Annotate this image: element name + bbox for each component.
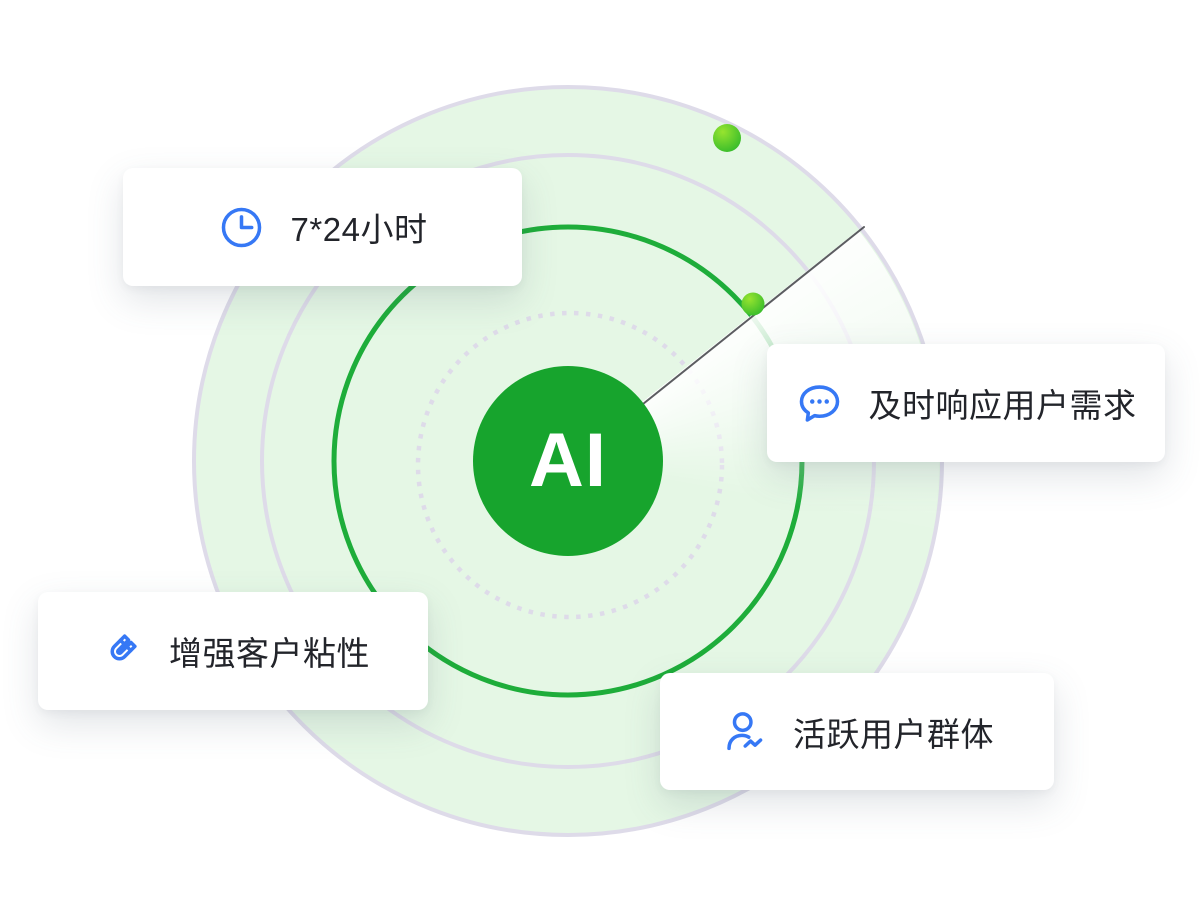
card-respond-demand: 及时响应用户需求	[767, 344, 1165, 462]
radar-blip-small	[741, 292, 765, 316]
card-724-hours-label: 7*24小时	[290, 211, 428, 248]
chat-bubble-icon	[799, 384, 839, 422]
card-active-users-label: 活跃用户群体	[793, 715, 994, 753]
card-customer-stickiness-label: 增强客户粘性	[169, 635, 370, 672]
card-active-users: 活跃用户群体	[660, 673, 1054, 790]
card-724-hours: 7*24小时	[123, 168, 522, 286]
card-respond-demand-label: 及时响应用户需求	[868, 387, 1137, 424]
radar-blip-large	[713, 124, 741, 152]
ai-core-circle: AI	[473, 366, 663, 556]
user-activity-icon	[727, 712, 763, 751]
ai-core-label: AI	[529, 418, 607, 503]
clock-icon	[221, 207, 261, 247]
radar-sweep-line	[642, 226, 865, 405]
card-customer-stickiness: 增强客户粘性	[38, 592, 428, 710]
magnet-icon	[110, 633, 137, 660]
